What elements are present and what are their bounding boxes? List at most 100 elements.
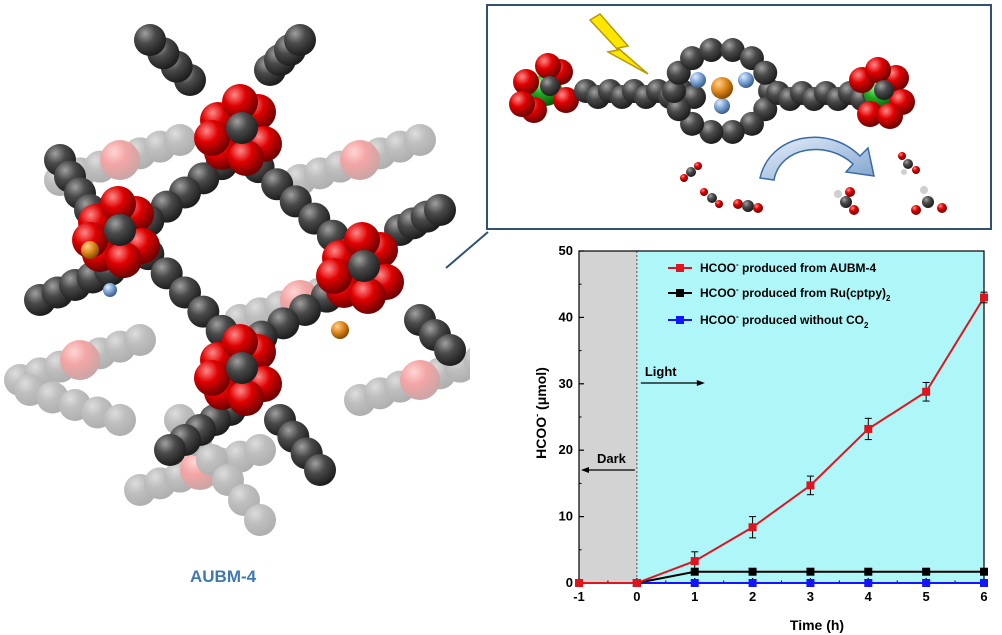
x-tick-label: 4	[865, 589, 873, 604]
mof-label: AUBM-4	[190, 567, 257, 586]
legend-red-main: HCOO	[700, 261, 736, 275]
carbon-atom	[903, 159, 913, 169]
data-point	[690, 567, 699, 576]
legend-blue-sup: -	[736, 312, 739, 321]
oxygen-atom	[845, 187, 855, 197]
oxygen-atom	[715, 200, 723, 208]
oxygen-atom	[937, 203, 947, 213]
carbon-atom	[874, 80, 894, 100]
small-molecule	[834, 187, 859, 215]
oxygen-atom	[753, 203, 763, 213]
legend-blue-main: HCOO	[700, 313, 736, 327]
oxygen-atom	[877, 103, 903, 129]
ruthenium-atom	[331, 321, 349, 339]
carbon-atom	[124, 324, 156, 356]
oxygen-atom	[222, 324, 258, 360]
oxygen-atom	[350, 278, 386, 314]
carbon-atom	[922, 196, 934, 208]
data-point	[864, 579, 873, 587]
small-molecule	[898, 152, 920, 175]
data-point	[980, 293, 988, 302]
hydrogen-atom	[834, 190, 842, 198]
legend-blue-rest: produced without CO	[739, 313, 864, 327]
data-point	[806, 481, 815, 490]
nitrogen-atom	[103, 283, 117, 297]
carbon-atom	[840, 196, 852, 208]
oxygen-atom	[680, 174, 688, 182]
legend-item-aubm4: HCOO- produced from AUBM-4	[668, 260, 877, 275]
x-tick-label: 2	[749, 589, 756, 604]
carbon-atom	[348, 250, 380, 282]
hydrogen-atom	[901, 169, 907, 175]
carbon-atom	[680, 46, 705, 71]
oxygen-atom	[694, 162, 702, 170]
data-point	[922, 567, 931, 576]
legend-marker-blue	[676, 316, 684, 324]
legend-item-noco2: HCOO- produced without CO2	[668, 312, 869, 330]
y-tick-label: 0	[566, 575, 573, 590]
oxygen-atom	[100, 186, 136, 222]
carbon-atom	[434, 334, 466, 366]
data-point	[748, 579, 757, 587]
oxygen-atom	[222, 84, 258, 120]
lightning-icon	[588, 13, 649, 75]
nitrogen-atom	[738, 72, 754, 88]
carbon-atom	[244, 434, 276, 466]
oxygen-atom	[228, 140, 264, 176]
y-tick-label: 10	[559, 509, 573, 524]
data-point	[690, 579, 699, 587]
oxygen-atom	[72, 222, 108, 258]
carbon-atom	[699, 38, 724, 63]
light-arrowhead-icon	[696, 380, 705, 386]
oxygen-atom	[513, 69, 539, 95]
carbon-atom	[304, 454, 336, 486]
carbon-atom	[540, 76, 560, 96]
small-molecule	[680, 162, 702, 182]
legend-black-sub: 2	[886, 294, 891, 303]
x-tick-label: 6	[980, 589, 987, 604]
inset-panel	[486, 4, 992, 230]
oxygen-atom	[340, 140, 380, 180]
carbon-atom	[404, 124, 436, 156]
x-axis-title: Time (h)	[790, 617, 844, 633]
data-point	[690, 557, 699, 566]
carbon-atom	[226, 352, 258, 384]
carbon-atom	[662, 79, 686, 103]
small-molecule	[911, 186, 947, 215]
oxygen-atom	[194, 360, 230, 396]
carbon-atom	[699, 119, 724, 144]
x-tick-label: 1	[691, 589, 698, 604]
carbon-atom	[739, 111, 764, 136]
data-point	[980, 567, 988, 576]
oxygen-atom	[849, 205, 859, 215]
ruthenium-atom	[711, 77, 733, 99]
data-point	[922, 387, 931, 396]
x-tick-label: 3	[807, 589, 814, 604]
y-tick-label: 50	[559, 243, 573, 258]
data-point	[632, 579, 641, 587]
carbon-atom	[154, 434, 186, 466]
carbon-atom	[284, 24, 316, 56]
linker-molecule-image	[509, 13, 947, 215]
hydrogen-atom	[920, 186, 928, 194]
oxygen-atom	[509, 91, 535, 117]
legend-blue-sub: 2	[864, 321, 869, 330]
carbon-atom	[104, 404, 136, 436]
plot-background	[579, 251, 984, 583]
data-point	[806, 567, 815, 576]
series-0	[575, 291, 988, 587]
oxygen-atom	[194, 120, 230, 156]
legend: HCOO- produced from AUBM-4 HCOO- produce…	[668, 260, 891, 330]
legend-black-sup: -	[736, 285, 739, 294]
legend-red-rest: produced from AUBM-4	[739, 261, 877, 275]
y-axis-title-rest: (μmol)	[533, 367, 549, 414]
x-tick-label: 5	[923, 589, 930, 604]
oxygen-atom	[911, 205, 921, 215]
small-molecule	[700, 188, 723, 208]
carbon-atom	[686, 167, 696, 177]
svg-text:HCOO- produced without CO2: HCOO- produced without CO2	[700, 312, 869, 330]
series-line	[579, 296, 985, 584]
oxygen-atom	[100, 140, 140, 180]
oxygen-atom	[344, 222, 380, 258]
